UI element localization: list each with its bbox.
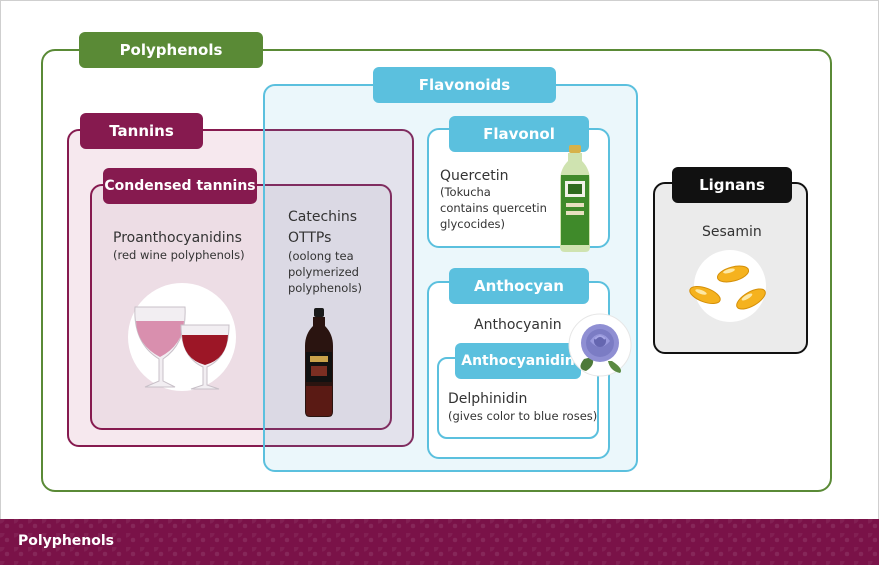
oolong-tea-bottle-icon (305, 308, 333, 417)
ottps-text: OTTPs (288, 230, 332, 246)
delphinidin-note: (gives color to blue roses) (448, 409, 598, 423)
proanthocyanidins-text: Proanthocyanidins (113, 230, 242, 246)
quercetin-note-1: (Tokucha (440, 185, 491, 199)
quercetin-text: Quercetin (440, 168, 509, 184)
ottps-note-1: (oolong tea (288, 249, 354, 263)
blue-rose-icon (568, 313, 632, 377)
green-tea-bottle-icon (560, 145, 590, 252)
anthocyanidin-label: Anthocyanidin (455, 343, 581, 379)
delphinidin-text: Delphinidin (448, 391, 528, 407)
lignans-label: Lignans (672, 167, 792, 203)
tannins-label: Tannins (80, 113, 203, 149)
flavonoids-label: Flavonoids (373, 67, 556, 103)
footer-bar: Polyphenols (0, 519, 879, 565)
proanthocyanidins-note: (red wine polyphenols) (113, 248, 245, 262)
ottps-note-2: polymerized (288, 265, 359, 279)
quercetin-note-2: contains quercetin (440, 201, 547, 215)
wine-glasses-icon (128, 283, 236, 391)
catechins-text: Catechins (288, 209, 358, 225)
polyphenols-label: Polyphenols (79, 32, 263, 68)
anthocyanin-text: Anthocyanin (474, 317, 562, 333)
anthocyan-label: Anthocyan (449, 268, 589, 304)
sesamin-capsules-icon (689, 250, 766, 322)
quercetin-note-3: glycocides) (440, 217, 506, 231)
ottps-note-3: polyphenols) (288, 281, 362, 295)
condensed-tannins-label: Condensed tannins (103, 168, 257, 204)
polyphenols-group (41, 49, 832, 492)
sesamin-text: Sesamin (702, 224, 762, 240)
flavonol-label: Flavonol (449, 116, 589, 152)
footer-title: Polyphenols (18, 533, 115, 549)
